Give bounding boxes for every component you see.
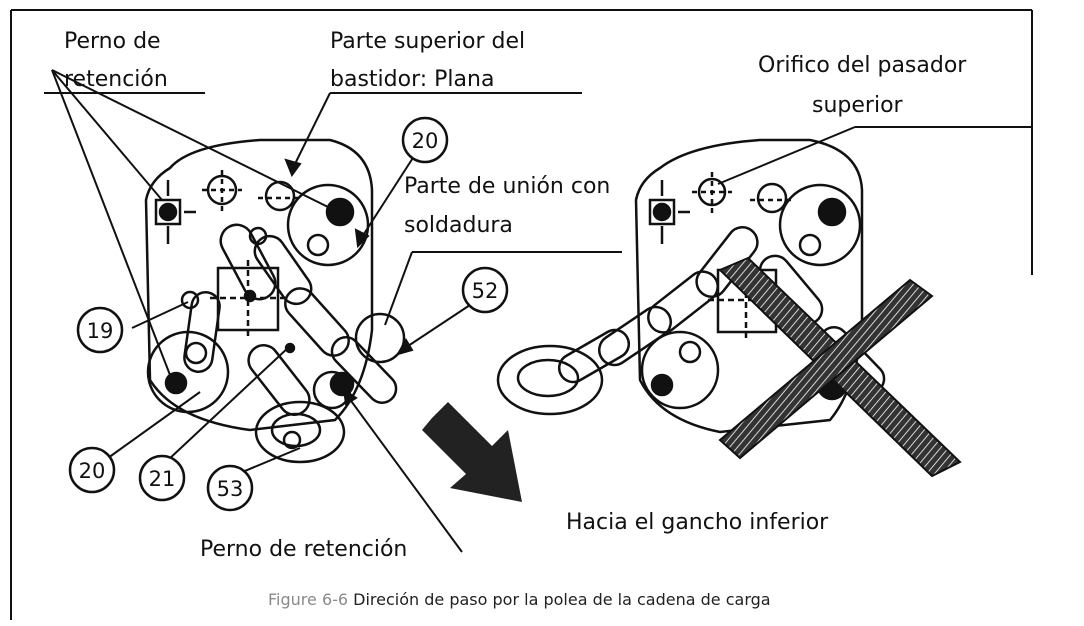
callout-53: 53 (217, 477, 244, 501)
label-hacia-gancho: Hacia el gancho inferior (566, 510, 829, 535)
label-perno-retencion-bottom: Perno de retención (200, 537, 407, 562)
label-orificio-1: Orifico del pasador (758, 53, 967, 78)
label-union-soldadura-2: soldadura (404, 213, 513, 238)
label-perno-retencion-top-1: Perno de (64, 29, 161, 54)
caption-prefix: Figure 6-6 (268, 590, 353, 609)
callout-circle-52 (461, 266, 509, 314)
callout-52: 52 (472, 279, 499, 303)
label-union-soldadura-1: Parte de unión con (404, 174, 610, 199)
left-chain-assembly (144, 138, 406, 464)
callout-20-bottom: 20 (79, 459, 106, 483)
incorrect-cross-mark (718, 256, 962, 478)
callout-circles (68, 116, 509, 512)
direction-arrow (422, 402, 522, 502)
label-orificio-2: superior (812, 93, 904, 118)
label-parte-superior-2: bastidor: Plana (330, 67, 494, 92)
label-parte-superior-1: Parte superior del (330, 29, 525, 54)
callout-19: 19 (87, 319, 114, 343)
callout-circle-21 (138, 454, 186, 502)
callout-circle-20-top (401, 116, 449, 164)
callout-circle-19 (76, 306, 124, 354)
callout-21: 21 (149, 467, 176, 491)
callout-20-top: 20 (412, 129, 439, 153)
figure-frame (10, 9, 1033, 620)
label-perno-retencion-top-2: retención (64, 67, 168, 92)
callout-circle-20-bottom (68, 446, 116, 494)
caption-text: Direción de paso por la polea de la cade… (353, 590, 770, 609)
figure-caption: Figure 6-6 Direción de paso por la polea… (268, 590, 771, 609)
leader-lines (44, 69, 1032, 553)
callout-circle-53 (206, 464, 254, 512)
